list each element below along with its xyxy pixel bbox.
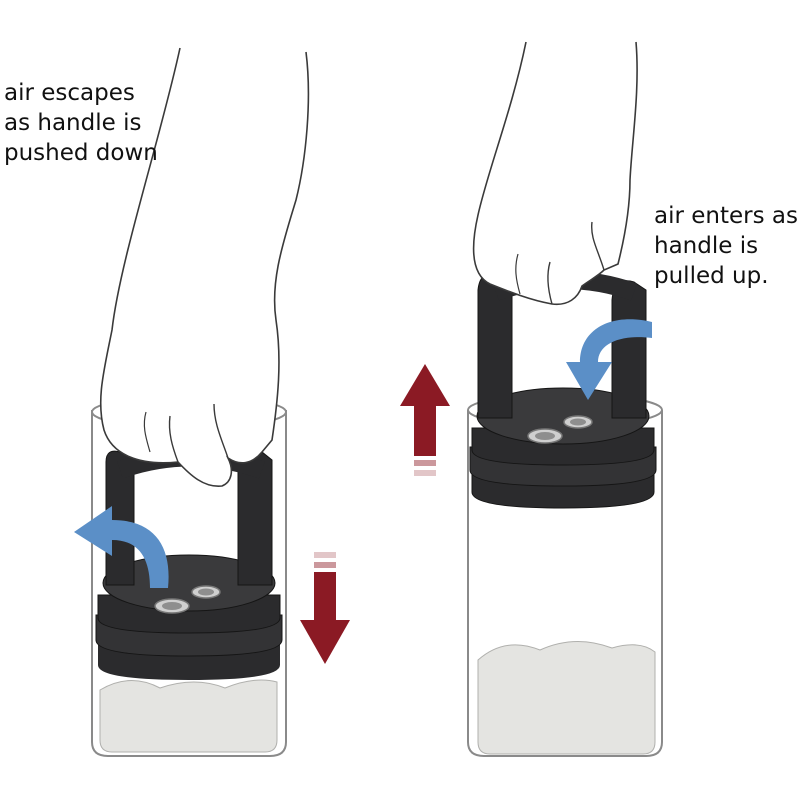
caption-push-down: air escapes as handle is pushed down	[4, 78, 158, 168]
jar-contents-right	[477, 640, 656, 755]
caption-line: air enters as	[654, 203, 798, 229]
caption-line: pulled up.	[654, 263, 769, 289]
hand-right	[472, 41, 638, 306]
down-arrow-icon	[300, 552, 350, 664]
up-arrow-icon	[400, 364, 450, 476]
push-down-scene	[74, 47, 350, 757]
valve-right-2	[563, 415, 593, 429]
curved-arrow-in-icon	[566, 319, 652, 400]
valve-right-1	[527, 428, 563, 444]
hand-left	[99, 47, 310, 487]
pull-up-scene	[400, 41, 663, 757]
vacuum-lid-right	[469, 387, 657, 509]
valve-left-1	[154, 598, 190, 614]
vacuum-lid-left	[95, 554, 283, 680]
valve-left-2	[191, 585, 221, 599]
caption-line: pushed down	[4, 140, 158, 166]
curved-arrow-out-icon	[74, 506, 169, 588]
glass-jar-right	[467, 410, 663, 757]
glass-jar-left	[91, 410, 287, 757]
jar-contents-left	[99, 679, 278, 753]
caption-line: handle is	[654, 233, 759, 259]
caption-line: as handle is	[4, 110, 142, 136]
caption-pull-up: air enters as handle is pulled up.	[654, 201, 798, 291]
caption-line: air escapes	[4, 80, 135, 106]
